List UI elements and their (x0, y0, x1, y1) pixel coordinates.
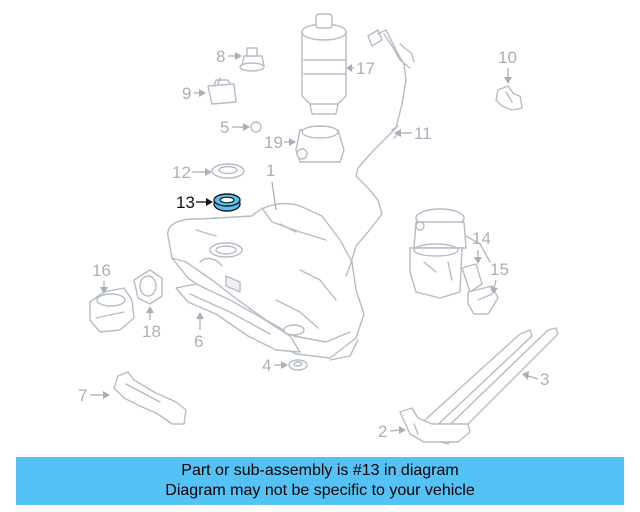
callout-16: 16 (92, 261, 111, 280)
callout-7: 7 (78, 386, 87, 405)
part-16-vent-valve (89, 287, 135, 333)
info-banner: Part or sub-assembly is #13 in diagram D… (16, 457, 624, 505)
callout-13-highlighted: 13 (176, 193, 195, 212)
part-13-ring-highlighted (213, 193, 241, 212)
callout-5: 5 (220, 118, 229, 137)
callout-2: 2 (378, 422, 387, 441)
part-19-bracket (295, 125, 345, 163)
callout-11: 11 (414, 124, 432, 143)
callout-17: 17 (356, 59, 375, 78)
part-6-heat-shield (175, 283, 301, 353)
callout-14: 14 (472, 229, 491, 248)
callout-4: 4 (262, 356, 271, 375)
part-10-clip (495, 85, 523, 111)
callout-15: 15 (490, 260, 509, 279)
callout-12: 12 (172, 163, 191, 182)
callout-10: 10 (498, 48, 517, 67)
part-17-fuel-filter (301, 13, 347, 115)
part-9-valve (207, 77, 237, 105)
part-15-sender (461, 263, 499, 315)
callouts: 1 2 3 4 5 6 7 8 9 10 11 12 (78, 47, 549, 441)
part-1-fuel-tank (167, 202, 365, 361)
callout-8: 8 (216, 47, 225, 66)
part-12-seal (211, 163, 245, 179)
part-18-clamp (133, 269, 163, 305)
part-2-bracket (399, 407, 471, 443)
part-3-strap (415, 327, 559, 445)
callout-9: 9 (182, 84, 191, 103)
part-7-bracket (113, 371, 187, 425)
part-5-clip (250, 121, 262, 133)
part-14-fuel-pump (409, 208, 491, 299)
callout-18: 18 (142, 322, 161, 341)
callout-6: 6 (194, 332, 203, 351)
banner-line-2: Diagram may not be specific to your vehi… (165, 482, 475, 499)
part-4-grommet (288, 359, 308, 371)
callout-1: 1 (266, 161, 275, 180)
callout-19: 19 (264, 133, 283, 152)
callout-3: 3 (540, 370, 549, 389)
banner-line-1: Part or sub-assembly is #13 in diagram (181, 462, 459, 479)
part-8-cap (239, 47, 265, 72)
